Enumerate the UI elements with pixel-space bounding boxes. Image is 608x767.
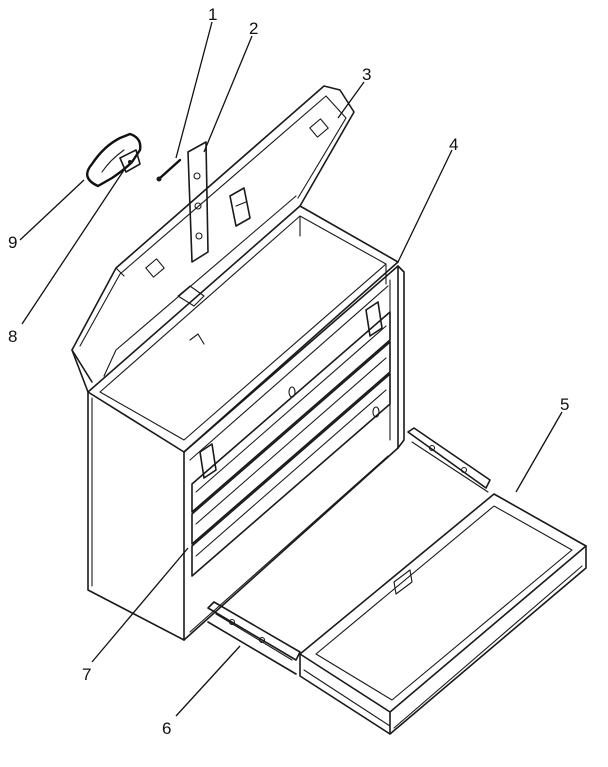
leader-5 <box>515 411 563 493</box>
drawer-stack <box>191 301 391 577</box>
leader-3 <box>337 81 365 119</box>
callout-8: 8 <box>8 327 17 346</box>
leader-7 <box>91 547 189 663</box>
handle-bracket <box>119 149 141 173</box>
leader-2 <box>203 35 253 153</box>
drawer-slide-right <box>407 427 491 493</box>
lid <box>71 85 355 393</box>
callout-1: 1 <box>208 5 217 24</box>
callout-7: 7 <box>82 665 91 684</box>
rivet <box>156 158 182 182</box>
callout-2: 2 <box>249 19 258 38</box>
callout-5: 5 <box>560 395 569 414</box>
leader-1 <box>175 21 213 159</box>
callout-labels: 1 2 3 4 5 6 7 8 9 <box>8 5 569 738</box>
leader-4 <box>397 149 453 263</box>
callout-6: 6 <box>162 719 171 738</box>
chest-body <box>87 265 405 641</box>
leader-lines <box>19 21 563 717</box>
callout-4: 4 <box>449 135 458 154</box>
lid-stay <box>187 141 209 263</box>
drawer <box>299 493 587 735</box>
leader-6 <box>175 645 241 717</box>
handle <box>86 132 142 188</box>
callout-3: 3 <box>362 65 371 84</box>
leader-8 <box>21 169 125 325</box>
top-compartment <box>87 205 399 453</box>
drawer-slide <box>207 601 301 675</box>
callout-9: 9 <box>8 233 17 252</box>
leader-9 <box>19 179 85 241</box>
